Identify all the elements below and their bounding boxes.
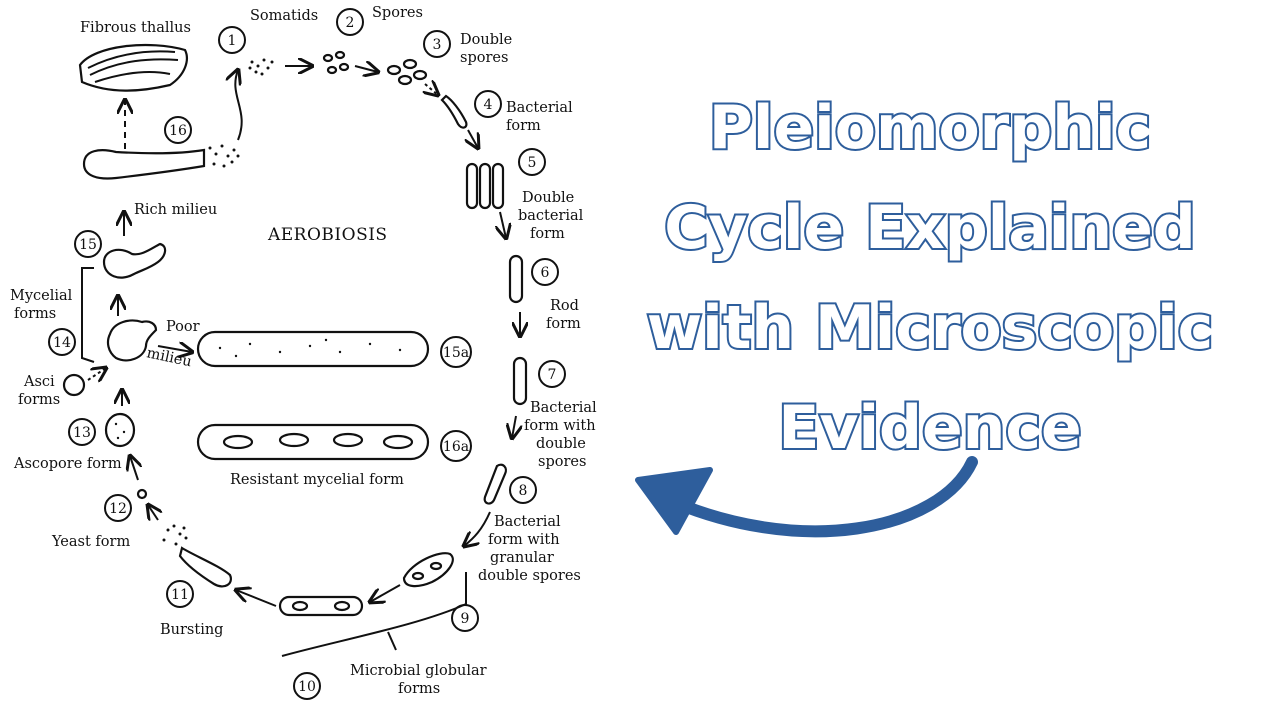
asci-shape [62, 373, 86, 397]
svg-text:5: 5 [528, 155, 537, 171]
stage-5-label: Double [522, 190, 574, 206]
stage-3-label: Double [460, 32, 512, 48]
yeast-shape [136, 488, 148, 500]
double-bacterial-shape [465, 162, 505, 210]
svg-text:granular: granular [490, 550, 554, 566]
svg-text:1: 1 [228, 33, 237, 49]
somatids-dots [248, 58, 274, 76]
pleomorphic-cycle-diagram: AEROBIOSIS Fibrous thallus 1 Somatids 2 … [10, 5, 597, 700]
stage-10-badge [293, 672, 321, 700]
title-line-2: Cycle Explained [662, 191, 1197, 265]
stage-14-badge [48, 328, 76, 356]
svg-text:milieu: milieu [145, 345, 193, 370]
stage-16a-label: Resistant mycelial form [230, 472, 404, 488]
globular-form-upper [402, 552, 454, 588]
svg-text:12: 12 [109, 501, 127, 517]
stage-15-shape [102, 242, 167, 279]
stage-12-label: Yeast form [51, 534, 130, 550]
svg-text:14: 14 [53, 335, 71, 351]
svg-text:double spores: double spores [478, 568, 581, 584]
svg-text:13: 13 [73, 425, 91, 441]
stage-16a-badge [440, 430, 472, 462]
stage-14-label: Mycelial [10, 288, 73, 304]
svg-text:2: 2 [346, 15, 355, 31]
svg-text:3: 3 [433, 37, 442, 53]
fibrous-thallus-label: Fibrous thallus [80, 20, 191, 36]
svg-text:7: 7 [548, 367, 557, 383]
title-line-3: with Microscopic [645, 291, 1216, 365]
svg-text:6: 6 [541, 265, 550, 281]
stage-2-label: Spores [372, 5, 423, 21]
bursting-shape [178, 546, 232, 588]
svg-text:8: 8 [519, 483, 528, 499]
stage-13-label: Ascopore form [13, 456, 122, 472]
svg-text:form: form [546, 316, 581, 332]
svg-text:bacterial: bacterial [518, 208, 584, 224]
spores-shape [322, 50, 350, 75]
mycelial-form-shape [106, 319, 158, 362]
title-line-1: Pleiomorphic [707, 91, 1153, 165]
svg-text:16: 16 [169, 123, 187, 139]
title-line-4: Evidence [776, 391, 1083, 465]
rich-milieu-label: Rich milieu [134, 202, 217, 218]
stage-12-badge [104, 494, 132, 522]
svg-text:10: 10 [298, 679, 316, 695]
svg-text:4: 4 [484, 97, 493, 113]
stage-15-badge [74, 230, 102, 258]
stage-6-label: Rod [550, 298, 579, 314]
bacterial-form-shape [440, 94, 468, 129]
svg-text:9: 9 [461, 611, 470, 627]
stage-8-badge [509, 476, 537, 504]
svg-text:15: 15 [79, 237, 97, 253]
svg-text:forms: forms [14, 306, 56, 322]
ascopore-shape [104, 412, 136, 448]
rod-form-shape [508, 254, 524, 304]
stage-10-label: Microbial globular [350, 663, 487, 679]
svg-text:form: form [506, 118, 541, 134]
stage-5-badge [518, 148, 546, 176]
stage-1-label: Somatids [250, 8, 318, 24]
stage-7-label: Bacterial [530, 400, 597, 416]
center-label: AEROBIOSIS [267, 225, 388, 245]
svg-text:spores: spores [538, 454, 586, 470]
stage-4-label: Bacterial [506, 100, 573, 116]
svg-text:double: double [536, 436, 586, 452]
stage-15a-badge [440, 336, 472, 368]
stage-16-badge [164, 116, 192, 144]
stage-8-shape [483, 463, 507, 505]
stage-11-label: Bursting [160, 622, 223, 638]
asci-forms-label: Asci [23, 374, 55, 390]
svg-text:forms: forms [398, 681, 440, 697]
stage-15a-shape [196, 330, 430, 368]
svg-text:11: 11 [171, 587, 189, 603]
page-title: Pleiomorphic Cycle Explained with Micros… [610, 78, 1250, 478]
stage-8-label: Bacterial [494, 514, 561, 530]
stage-7-shape [512, 356, 528, 406]
svg-text:16a: 16a [443, 439, 469, 455]
stage-13-badge [68, 418, 96, 446]
stage-3-badge [423, 30, 451, 58]
stage-7-badge [538, 360, 566, 388]
svg-text:forms: forms [18, 392, 60, 408]
svg-text:form: form [530, 226, 565, 242]
stage-11-badge [166, 580, 194, 608]
stage-1-badge [218, 26, 246, 54]
stage-2-badge [336, 8, 364, 36]
svg-text:form with: form with [524, 418, 596, 434]
stage-16-shape [82, 148, 206, 180]
stage-4-badge [474, 90, 502, 118]
stage-16a-shape [196, 423, 430, 461]
stage-6-badge [531, 258, 559, 286]
svg-text:15a: 15a [443, 345, 469, 361]
double-spores-shape [386, 58, 428, 86]
svg-text:form with: form with [488, 532, 560, 548]
poor-milieu-label: Poor [166, 319, 200, 335]
svg-text:spores: spores [460, 50, 508, 66]
curved-arrow-icon [635, 456, 978, 538]
